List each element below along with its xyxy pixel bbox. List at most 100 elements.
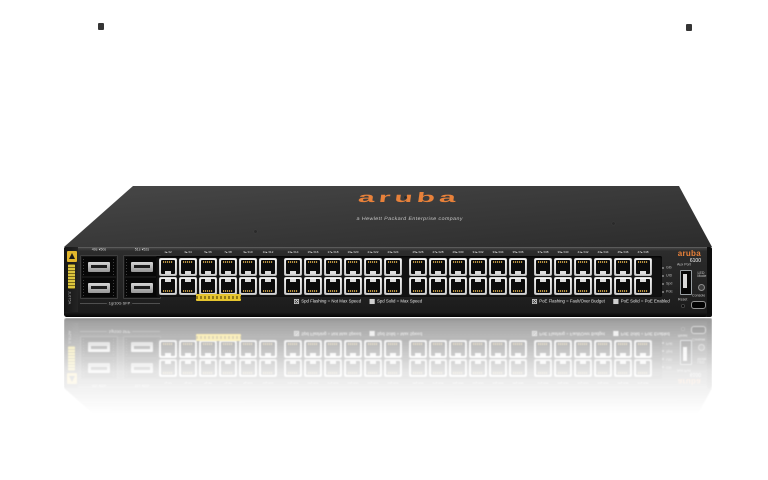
sfp-module	[131, 261, 153, 272]
rj45-port-45	[614, 258, 632, 276]
port-column: 35▴ ▾36	[508, 251, 528, 295]
rj45-clip	[455, 279, 461, 282]
port-column: 1▴ ▾2	[158, 251, 178, 295]
panel-brand-name: aruba	[677, 249, 701, 258]
cage-perforation	[125, 258, 129, 275]
sfp-cage	[80, 255, 118, 299]
rj45-port-12	[259, 277, 277, 295]
rj45-pins	[183, 290, 193, 292]
rj45-pins	[288, 261, 298, 263]
rj45-jack	[201, 260, 215, 274]
rj45-clip	[225, 279, 231, 282]
sfp-caption-line: 1g/10G SFP	[80, 301, 160, 310]
rj45-port-8	[219, 277, 237, 295]
rj45-pins	[348, 290, 358, 292]
legend-text: Spd Solid = Max Speed	[376, 299, 423, 304]
left-edge: JL675A	[64, 247, 78, 317]
rj45-pins	[183, 261, 193, 263]
rj45-jack	[511, 260, 525, 274]
rj45-jack	[346, 260, 360, 274]
screw-icon	[612, 222, 615, 225]
legend-item: Spd Solid = Max Speed	[369, 298, 423, 305]
aruba-logo: aruba	[357, 190, 461, 206]
rj45-clip	[290, 279, 296, 282]
rj45-jack	[221, 260, 235, 274]
warning-sticker	[67, 251, 77, 262]
rj45-port-2	[159, 277, 177, 295]
rj45-jack	[536, 260, 550, 274]
port-column: 25▴ ▾26	[408, 251, 428, 295]
rj45-clip	[515, 279, 521, 282]
rj45-clip	[370, 279, 376, 282]
rj45-jack	[161, 260, 175, 274]
rj45-jack	[306, 279, 320, 293]
sfp-port	[125, 257, 159, 276]
switch-unit: aruba a Hewlett Packard Enterprise compa…	[64, 186, 712, 317]
rj45-pins	[163, 290, 173, 292]
port-column-label: 21▴ ▾22	[367, 251, 379, 255]
rj45-port-23	[384, 258, 402, 276]
rj45-jack	[431, 279, 445, 293]
rj45-port-17	[324, 258, 342, 276]
port-column-label: 27▴ ▾28	[432, 251, 444, 255]
cage-perforation	[112, 279, 116, 296]
rj45-pins	[308, 261, 318, 263]
port-column: 11▴ ▾12	[258, 251, 278, 295]
rj45-clip	[640, 271, 646, 274]
port-column: 21▴ ▾22	[363, 251, 383, 295]
status-led: Glb	[662, 264, 677, 272]
led-label: UID	[666, 274, 673, 278]
sfp-module-slit	[134, 285, 150, 289]
legend-text: Spd Flashing = Not Max Speed	[301, 299, 362, 304]
rj45-clip	[495, 271, 501, 274]
rj45-pins	[473, 261, 483, 263]
rj45-pins	[453, 261, 463, 263]
port-column-label: 19▴ ▾20	[347, 251, 359, 255]
cage-perforation	[112, 258, 116, 275]
rj45-port-18	[324, 277, 342, 295]
sfp-group-label: 51s ▾52s	[134, 248, 150, 252]
rj45-pins	[618, 290, 628, 292]
rj45-jack	[451, 260, 465, 274]
usb-tongue	[683, 274, 687, 288]
rj45-jack	[286, 260, 300, 274]
rj45-port-21	[364, 258, 382, 276]
rj45-port-10	[239, 277, 257, 295]
rj45-pins	[223, 261, 233, 263]
port-column-label: 37▴ ▾38	[537, 251, 549, 255]
rj45-jack	[411, 279, 425, 293]
rj45-pins	[223, 290, 233, 292]
legend-item: PoE Flashing = Fault/Over Budget	[532, 298, 605, 305]
sfp-port	[125, 278, 159, 297]
rj45-pins	[598, 261, 608, 263]
legend-text: PoE Flashing = Fault/Over Budget	[539, 299, 605, 304]
rj45-pins	[598, 290, 608, 292]
rj45-clip	[165, 271, 171, 274]
rj45-port-34	[489, 277, 507, 295]
sfp-port	[82, 257, 116, 276]
rj45-pins	[513, 290, 523, 292]
rj45-pins	[538, 290, 548, 292]
cage-perforation	[82, 258, 86, 275]
rj45-clip	[185, 271, 191, 274]
reflection: aruba a Hewlett Packard Enterprise compa…	[64, 318, 712, 438]
led-dot-icon	[662, 291, 664, 293]
rj45-pins	[558, 261, 568, 263]
panel-brand: aruba 6100	[677, 249, 701, 265]
rj45-jack	[306, 260, 320, 274]
rj45-clip	[185, 279, 191, 282]
rj45-pins	[473, 290, 483, 292]
rj45-port-13	[284, 258, 302, 276]
port-column-label: 23▴ ▾24	[387, 251, 399, 255]
rj45-jack	[326, 260, 340, 274]
port-column: 17▴ ▾18	[323, 251, 343, 295]
rj45-pins	[538, 261, 548, 263]
sfp-group: 51s ▾52s	[123, 248, 161, 299]
console-label: Console	[692, 294, 706, 298]
rj45-pins	[558, 290, 568, 292]
